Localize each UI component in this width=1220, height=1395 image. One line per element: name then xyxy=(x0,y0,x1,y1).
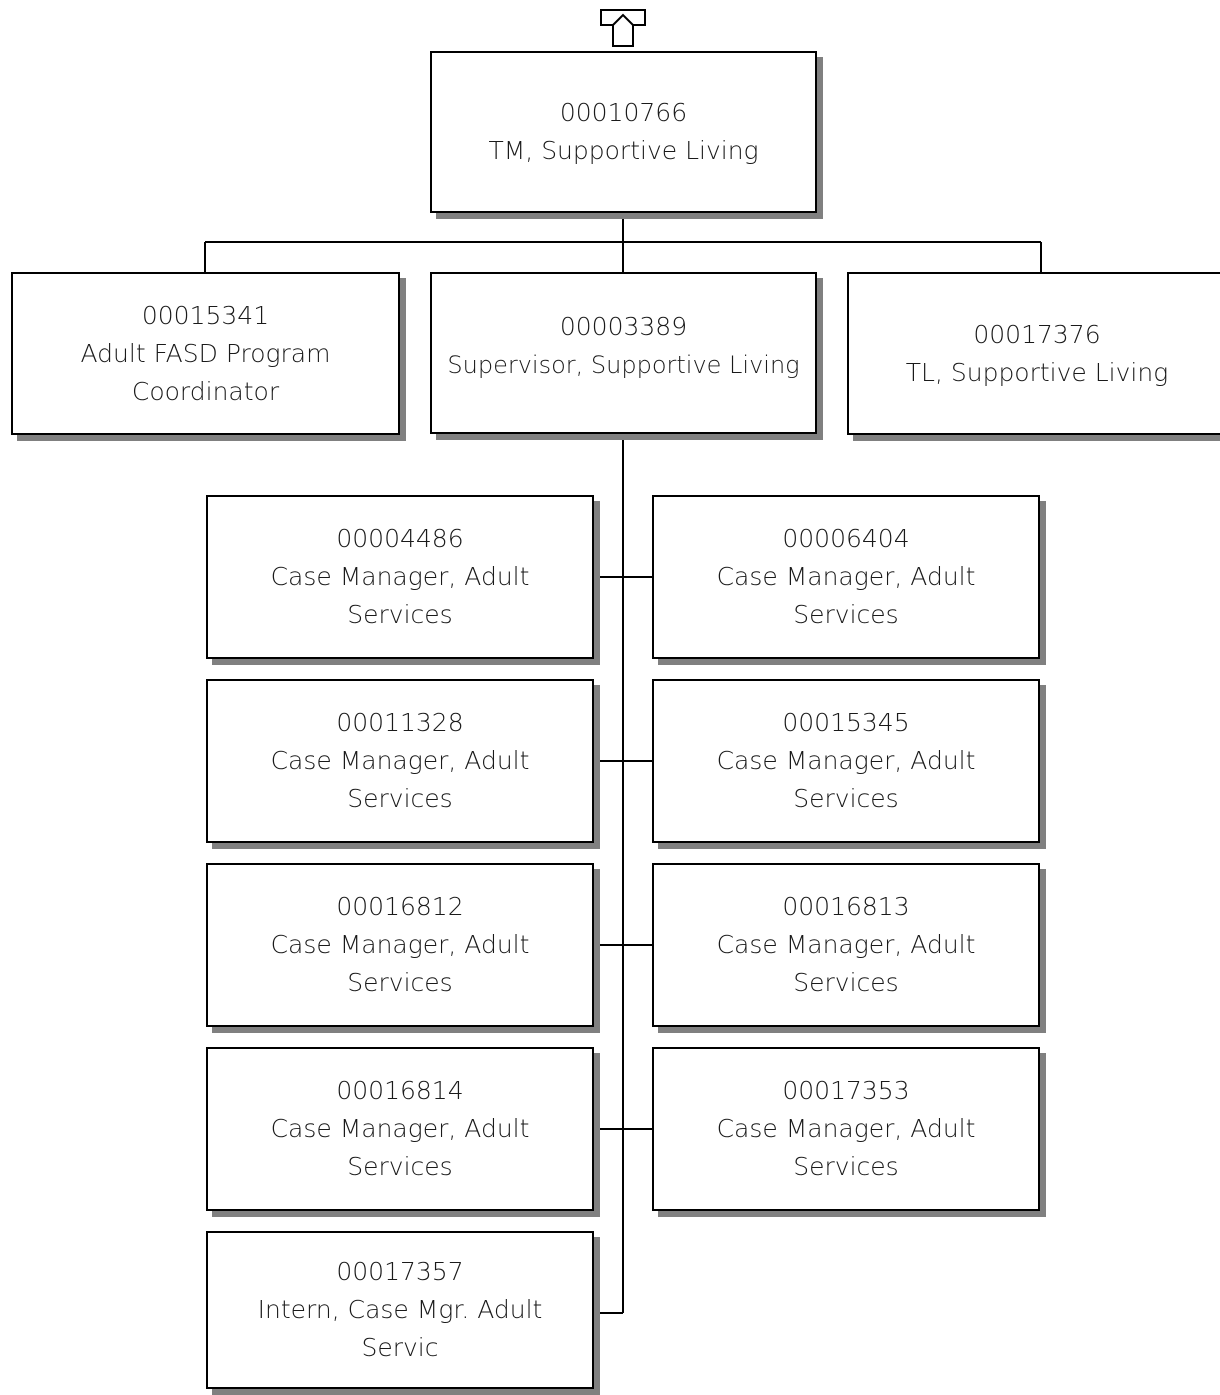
position-id: 00003389 xyxy=(559,312,688,341)
position-title: Case Manager, Adult Services xyxy=(716,1114,976,1181)
org-node-report[interactable]: 00016814 Case Manager, Adult Services xyxy=(206,1047,594,1211)
position-title: Case Manager, Adult Services xyxy=(270,562,530,629)
position-title: Intern, Case Mgr. Adult Servic xyxy=(257,1295,543,1362)
org-node-report[interactable]: 00016813 Case Manager, Adult Services xyxy=(652,863,1040,1027)
org-node-supervisor[interactable]: 00003389 Supervisor, Supportive Living xyxy=(430,272,817,434)
org-node-report[interactable]: 00004486 Case Manager, Adult Services xyxy=(206,495,594,659)
org-node-report[interactable]: 00011328 Case Manager, Adult Services xyxy=(206,679,594,843)
position-title: Case Manager, Adult Services xyxy=(716,930,976,997)
position-id: 00016814 xyxy=(336,1076,464,1105)
position-title: Case Manager, Adult Services xyxy=(270,746,530,813)
org-node-report[interactable]: 00006404 Case Manager, Adult Services xyxy=(652,495,1040,659)
position-title: Case Manager, Adult Services xyxy=(270,1114,530,1181)
position-id: 00010766 xyxy=(559,98,688,127)
position-id: 00017357 xyxy=(336,1257,464,1286)
position-id: 00006404 xyxy=(782,524,910,553)
position-title: Case Manager, Adult Services xyxy=(716,746,976,813)
position-id: 00016812 xyxy=(336,892,464,921)
position-title: TL, Supportive Living xyxy=(905,357,1169,387)
org-node-report[interactable]: 00017353 Case Manager, Adult Services xyxy=(652,1047,1040,1211)
position-id: 00004486 xyxy=(336,524,464,553)
position-id: 00015345 xyxy=(782,708,910,737)
org-node-coordinator[interactable]: 00015341 Adult FASD Program Coordinator xyxy=(11,272,400,435)
org-node-tl[interactable]: 00017376 TL, Supportive Living xyxy=(847,272,1220,435)
position-id: 00017376 xyxy=(973,319,1101,349)
org-node-root[interactable]: 00010766 TM, Supportive Living xyxy=(430,51,817,213)
position-title: Supervisor, Supportive Living xyxy=(447,351,800,379)
position-id: 00017353 xyxy=(782,1076,910,1105)
org-node-report[interactable]: 00015345 Case Manager, Adult Services xyxy=(652,679,1040,843)
position-id: 00015341 xyxy=(141,300,270,330)
position-title: TM, Supportive Living xyxy=(488,136,759,165)
position-id: 00011328 xyxy=(336,708,464,737)
up-arrow-icon xyxy=(600,9,646,47)
position-title: Case Manager, Adult Services xyxy=(716,562,976,629)
position-id: 00016813 xyxy=(782,892,910,921)
position-title: Case Manager, Adult Services xyxy=(270,930,530,997)
org-node-report[interactable]: 00016812 Case Manager, Adult Services xyxy=(206,863,594,1027)
org-node-report[interactable]: 00017357 Intern, Case Mgr. Adult Servic xyxy=(206,1231,594,1389)
position-title: Adult FASD Program Coordinator xyxy=(80,338,331,406)
